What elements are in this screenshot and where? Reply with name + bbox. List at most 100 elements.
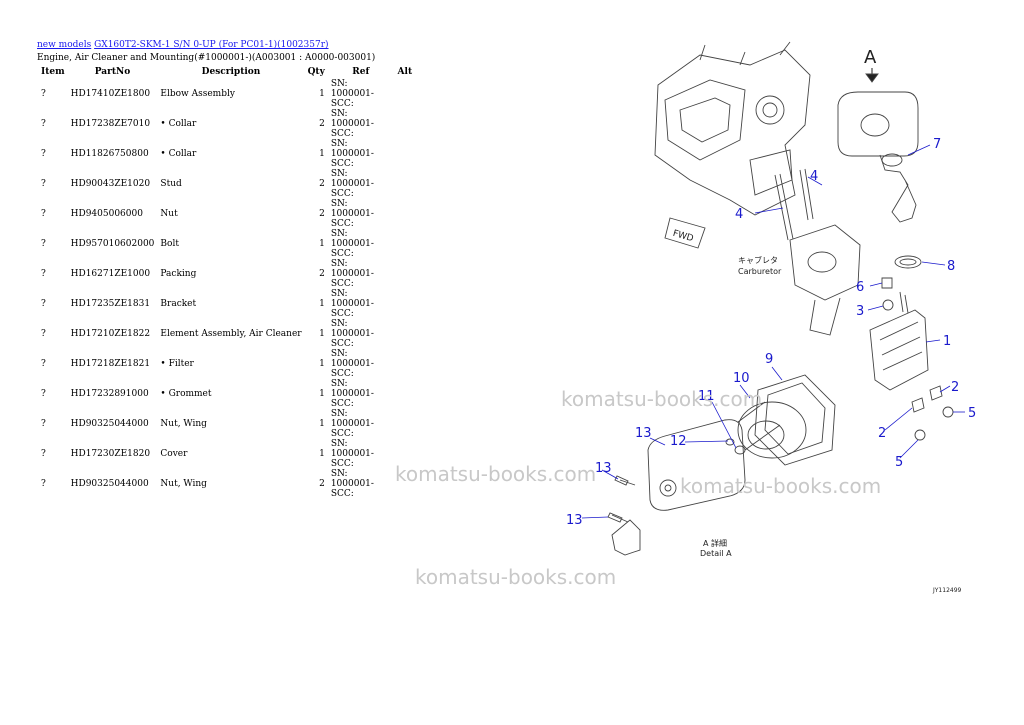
callout-13b: 13 <box>566 513 583 528</box>
cell-alt <box>394 199 416 229</box>
cell-item: ? <box>41 119 46 129</box>
cell-partno: HD17230ZE1820 <box>70 449 151 459</box>
cell-qty: 2 <box>319 119 325 129</box>
header-qty: Qty <box>307 67 325 77</box>
cell-item: ? <box>41 179 46 189</box>
exploded-parts-diagram: 4 4 7 8 6 3 1 2 2 5 5 9 10 11 12 13 13 1… <box>566 41 976 594</box>
cell-ref: SN: 1000001-SCC: <box>330 79 374 109</box>
cell-partno: HD17410ZE1800 <box>70 89 151 99</box>
cell-item: ? <box>41 239 46 249</box>
detail-jp-label: A 詳細 <box>703 538 727 548</box>
cell-item: ? <box>41 269 46 279</box>
cell-ref: SN: 1000001-SCC: <box>330 439 374 469</box>
cell-partno: HD9405006000 <box>70 209 143 219</box>
callout-3: 3 <box>856 304 864 319</box>
cell-description: Elbow Assembly <box>160 89 235 99</box>
cell-item: ? <box>41 299 46 309</box>
cell-partno: HD957010602000 <box>70 239 155 249</box>
cell-description: Element Assembly, Air Cleaner <box>160 329 302 339</box>
callout-10: 11 <box>698 389 715 404</box>
callout-2a: 2 <box>951 380 959 395</box>
callout-5a: 5 <box>968 406 976 421</box>
callout-4a: 4 <box>810 169 818 184</box>
parts-table: Item PartNo Description Qty Ref Alt ?HD1… <box>37 66 416 499</box>
cell-item: ? <box>41 449 46 459</box>
cell-qty: 2 <box>319 269 325 279</box>
cell-item: ? <box>41 359 46 369</box>
cell-partno: HD17235ZE1831 <box>70 299 151 309</box>
cell-ref: SN: 1000001-SCC: <box>330 289 374 319</box>
cell-ref: SN: 1000001-SCC: <box>330 259 374 289</box>
breadcrumb-new-models-link[interactable]: new models <box>37 40 92 50</box>
cell-alt <box>394 79 416 109</box>
cell-qty: 1 <box>319 389 325 399</box>
cell-alt <box>394 139 416 169</box>
cell-description: • Grommet <box>160 389 212 399</box>
watermark: komatsu-books.com <box>680 474 882 498</box>
cell-description: Nut, Wing <box>160 419 207 429</box>
callout-4b: 4 <box>735 207 743 222</box>
header-item: Item <box>41 67 65 77</box>
cell-alt <box>394 349 416 379</box>
breadcrumb-model-link[interactable]: GX160T2-SKM-1 S/N 0-UP (For PC01-1)(1002… <box>94 40 329 50</box>
cell-alt <box>394 169 416 199</box>
callout-7b: 8 <box>947 259 955 274</box>
callout-1: 1 <box>943 334 951 349</box>
cell-item: ? <box>41 149 46 159</box>
cell-qty: 1 <box>319 419 325 429</box>
callout-13a: 13 <box>595 461 612 476</box>
cell-alt <box>394 289 416 319</box>
cell-ref: SN: 1000001-SCC: <box>330 349 374 379</box>
cell-qty: 2 <box>319 479 325 489</box>
callout-8: 9 <box>765 352 773 367</box>
drawing-code: JY112499 <box>932 587 962 594</box>
cell-alt <box>394 409 416 439</box>
cell-alt <box>394 319 416 349</box>
header-alt: Alt <box>397 67 413 77</box>
cell-alt <box>394 229 416 259</box>
watermark: komatsu-books.com <box>561 387 763 411</box>
cell-qty: 1 <box>319 89 325 99</box>
cell-description: Cover <box>160 449 188 459</box>
cell-qty: 1 <box>319 359 325 369</box>
cell-ref: SN: 1000001-SCC: <box>330 229 374 259</box>
cell-partno: HD90325044000 <box>70 479 149 489</box>
cell-alt <box>394 109 416 139</box>
table-header-row: Item PartNo Description Qty Ref Alt <box>37 66 416 79</box>
watermark: komatsu-books.com <box>415 565 617 589</box>
cell-description: • Filter <box>160 359 194 369</box>
cell-ref: SN: 1000001-SCC: <box>330 199 374 229</box>
cell-alt <box>394 379 416 409</box>
cell-partno: HD90043ZE1020 <box>70 179 151 189</box>
breadcrumb: new models GX160T2-SKM-1 S/N 0-UP (For P… <box>37 40 329 50</box>
cell-description: • Collar <box>160 119 197 129</box>
cell-ref: SN: 1000001-SCC: <box>330 319 374 349</box>
cell-ref: SN: 1000001-SCC: <box>330 139 374 169</box>
cell-qty: 1 <box>319 299 325 309</box>
cell-item: ? <box>41 419 46 429</box>
cell-item: ? <box>41 329 46 339</box>
callout-11: 12 <box>670 434 687 449</box>
cell-qty: 1 <box>319 329 325 339</box>
cell-description: Nut, Wing <box>160 479 207 489</box>
carburetor-en-label: Carburetor <box>738 267 782 276</box>
cell-partno: HD17218ZE1821 <box>70 359 151 369</box>
cell-ref: SN: 1000001-SCC: <box>330 169 374 199</box>
callout-numbers: 4 4 7 8 6 3 1 2 2 5 5 9 10 11 12 13 13 1… <box>566 137 976 528</box>
cell-ref: SN: 1000001-SCC: <box>330 109 374 139</box>
cell-description: Bolt <box>160 239 179 249</box>
detail-en-label: Detail A <box>700 549 732 558</box>
fwd-label: FWD <box>672 229 695 244</box>
cell-qty: 2 <box>319 179 325 189</box>
cell-ref: SN: 1000001-SCC: <box>330 469 374 499</box>
cell-description: Nut <box>160 209 178 219</box>
cell-item: ? <box>41 389 46 399</box>
